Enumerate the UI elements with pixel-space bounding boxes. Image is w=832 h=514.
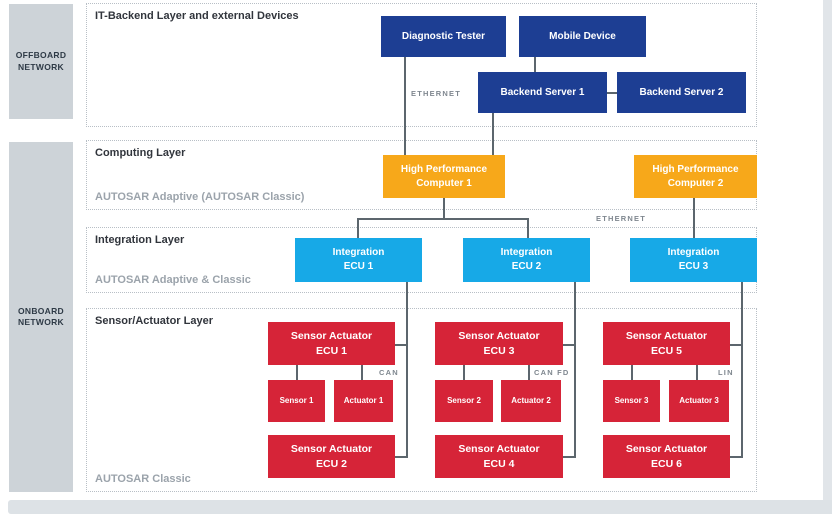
node-hpc2: High Performance Computer 2 xyxy=(634,155,757,198)
node-integration-ecu-1: Integration ECU 1 xyxy=(295,238,422,282)
node-sa-ecu-3-label: Sensor Actuator ECU 3 xyxy=(458,329,540,357)
edge-split-iecu1 xyxy=(357,218,359,238)
edge-hpc1-down xyxy=(443,198,445,220)
node-sa-ecu-3: Sensor Actuator ECU 3 xyxy=(435,322,563,365)
node-actuator-2-label: Actuator 2 xyxy=(511,396,551,406)
node-actuator-3-label: Actuator 3 xyxy=(679,396,719,406)
node-backend-server-1: Backend Server 1 xyxy=(478,72,607,113)
edge-saecu1-sensor1 xyxy=(296,365,298,380)
integration-layer-title: Integration Layer xyxy=(95,234,185,246)
can-label: CAN xyxy=(379,368,399,377)
node-sensor-2-label: Sensor 2 xyxy=(447,396,481,406)
node-sa-ecu-4-label: Sensor Actuator ECU 4 xyxy=(458,442,540,470)
page-bottom-edge xyxy=(8,500,832,514)
edge-backend1-backend2 xyxy=(607,92,617,94)
node-sa-ecu-5-label: Sensor Actuator ECU 5 xyxy=(625,329,708,357)
node-backend-server-2: Backend Server 2 xyxy=(617,72,746,113)
can-fd-label: CAN FD xyxy=(534,368,570,377)
node-diagnostic-tester: Diagnostic Tester xyxy=(381,16,506,57)
edge-hpc2-iecu3 xyxy=(693,198,695,238)
ethernet-label-mid: ETHERNET xyxy=(596,214,647,223)
node-actuator-1: Actuator 1 xyxy=(334,380,393,422)
offboard-network-label: OFFBOARD NETWORK xyxy=(15,50,67,72)
node-actuator-1-label: Actuator 1 xyxy=(343,396,384,406)
onboard-network-label: ONBOARD NETWORK xyxy=(17,305,64,327)
node-sa-ecu-1-label: Sensor Actuator ECU 1 xyxy=(290,329,373,357)
node-mobile-device: Mobile Device xyxy=(519,16,646,57)
bus-lin-vertical xyxy=(741,282,743,458)
offboard-network-bar: OFFBOARD NETWORK xyxy=(9,4,73,119)
sensor-actuator-layer-title: Sensor/Actuator Layer xyxy=(95,315,213,327)
node-sa-ecu-1: Sensor Actuator ECU 1 xyxy=(268,322,395,365)
edge-saecu3-sensor2 xyxy=(463,365,465,380)
it-backend-layer-title: IT-Backend Layer and external Devices xyxy=(95,10,299,22)
edge-saecu5-actuator3 xyxy=(696,365,698,380)
node-backend-server-1-label: Backend Server 1 xyxy=(500,86,585,98)
node-sensor-1-label: Sensor 1 xyxy=(279,396,314,406)
computing-layer-subtitle: AUTOSAR Adaptive (AUTOSAR Classic) xyxy=(95,191,305,203)
computing-layer-title: Computing Layer xyxy=(95,147,186,159)
bus-lin-stub-ecu5 xyxy=(729,344,741,346)
node-sa-ecu-2-label: Sensor Actuator ECU 2 xyxy=(290,442,373,470)
node-integration-ecu-1-label: Integration ECU 1 xyxy=(332,247,385,272)
bus-can-stub-ecu1 xyxy=(394,344,406,346)
bus-canfd-stub-ecu4 xyxy=(562,456,574,458)
node-integration-ecu-3: Integration ECU 3 xyxy=(630,238,757,282)
node-hpc2-label: High Performance Computer 2 xyxy=(652,163,739,189)
page-right-edge xyxy=(823,0,832,514)
node-sa-ecu-6: Sensor Actuator ECU 6 xyxy=(603,435,730,478)
node-integration-ecu-2: Integration ECU 2 xyxy=(463,238,590,282)
bus-canfd-vertical xyxy=(574,282,576,458)
edge-saecu3-actuator2 xyxy=(528,365,530,380)
edge-mobile-device-backend1 xyxy=(534,57,536,72)
bus-canfd-stub-ecu3 xyxy=(562,344,574,346)
node-actuator-2: Actuator 2 xyxy=(501,380,561,422)
edge-hpc1-split xyxy=(357,218,529,220)
bus-can-stub-ecu2 xyxy=(394,456,406,458)
edge-split-iecu2 xyxy=(527,218,529,238)
edge-saecu1-actuator1 xyxy=(361,365,363,380)
node-mobile-device-label: Mobile Device xyxy=(549,30,616,42)
node-backend-server-2-label: Backend Server 2 xyxy=(639,86,724,98)
node-sensor-3-label: Sensor 3 xyxy=(614,396,649,406)
edge-diagnostic-tester-hpc1 xyxy=(404,57,406,155)
node-hpc1-label: High Performance Computer 1 xyxy=(400,163,488,189)
node-integration-ecu-3-label: Integration ECU 3 xyxy=(667,247,720,272)
ethernet-label-top: ETHERNET xyxy=(411,89,462,98)
node-sa-ecu-4: Sensor Actuator ECU 4 xyxy=(435,435,563,478)
node-sa-ecu-6-label: Sensor Actuator ECU 6 xyxy=(625,442,708,470)
bus-can-vertical xyxy=(406,282,408,458)
node-hpc1: High Performance Computer 1 xyxy=(383,155,505,198)
node-sensor-3: Sensor 3 xyxy=(603,380,660,422)
integration-layer-subtitle: AUTOSAR Adaptive & Classic xyxy=(95,274,251,286)
node-sensor-1: Sensor 1 xyxy=(268,380,325,422)
edge-saecu5-sensor3 xyxy=(631,365,633,380)
node-sa-ecu-5: Sensor Actuator ECU 5 xyxy=(603,322,730,365)
node-integration-ecu-2-label: Integration ECU 2 xyxy=(500,247,553,272)
bus-lin-stub-ecu6 xyxy=(729,456,741,458)
node-actuator-3: Actuator 3 xyxy=(669,380,729,422)
lin-label: LIN xyxy=(718,368,734,377)
node-sensor-2: Sensor 2 xyxy=(435,380,493,422)
edge-backend1-hpc1 xyxy=(492,113,494,155)
node-sa-ecu-2: Sensor Actuator ECU 2 xyxy=(268,435,395,478)
sensor-actuator-layer-subtitle: AUTOSAR Classic xyxy=(95,473,191,485)
onboard-network-bar: ONBOARD NETWORK xyxy=(9,142,73,492)
node-diagnostic-tester-label: Diagnostic Tester xyxy=(401,30,486,42)
